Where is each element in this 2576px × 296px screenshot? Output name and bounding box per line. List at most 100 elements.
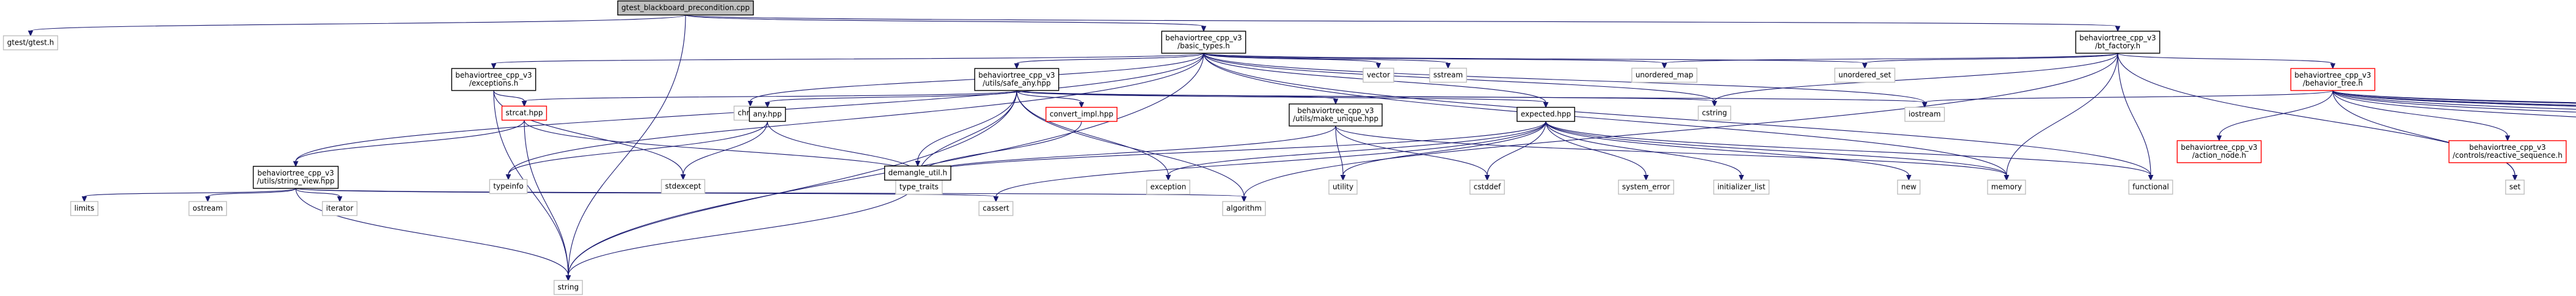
edge-arrowhead <box>1484 175 1490 181</box>
edge-line <box>2117 53 2151 176</box>
node-label: limits <box>75 204 95 213</box>
edge-arrowhead <box>993 196 999 202</box>
node-type-traits: type_traits <box>895 179 943 195</box>
node-label: behaviortree_cpp_v3 <box>2181 143 2257 152</box>
node-label: stdexcept <box>665 182 701 191</box>
node-utility: utility <box>1328 179 1358 195</box>
edge-safe-any-to-demangle-util <box>915 90 1017 167</box>
edge-strcat-to-string-view <box>293 120 525 168</box>
edge-behavior-tree-to-action-node <box>2216 90 2333 142</box>
node-box <box>1469 179 1505 195</box>
edge-arrowhead <box>1241 196 1247 202</box>
edge-line <box>1203 53 1449 64</box>
edge-line <box>2332 90 2576 117</box>
node-box <box>974 68 1059 91</box>
edge-line <box>295 188 569 276</box>
node-behavior-tree[interactable]: behaviortree_cpp_v3/behavior_tree.h <box>2290 68 2376 91</box>
node-set: set <box>2505 179 2525 195</box>
edge-expected-to-utility <box>1340 121 1546 181</box>
node-box <box>1222 201 1266 216</box>
edge-line <box>1168 121 1546 176</box>
edge-arrowhead <box>1445 63 1451 69</box>
node-basic-types[interactable]: behaviortree_cpp_v3/basic_types.h <box>1161 31 1246 54</box>
edge-behavior-tree-to-sequence-node <box>2332 90 2576 110</box>
edge-line <box>1203 53 2151 176</box>
node-label: demangle_util.h <box>888 169 947 177</box>
edge-bt-factory-to-unordered-set <box>1862 53 2118 69</box>
node-bt-factory[interactable]: behaviortree_cpp_v3/bt_factory.h <box>2075 31 2161 54</box>
edge-line <box>1016 90 1169 176</box>
edge-line <box>524 120 920 176</box>
edge-bt-factory-to-behavior-tree <box>2117 53 2336 70</box>
edge-arrowhead <box>680 174 686 180</box>
edge-line <box>493 53 1204 64</box>
edge-behavior-tree-to-set <box>2332 90 2518 181</box>
node-action-node[interactable]: behaviortree_cpp_v3/action_node.h <box>2176 140 2262 163</box>
node-label: exception <box>1151 183 1187 191</box>
edge-line <box>685 14 1204 27</box>
node-any[interactable]: any.hpp <box>748 106 786 122</box>
edge-line <box>84 188 296 198</box>
edge-basic-types-to-vector <box>1203 53 1381 69</box>
node-box <box>489 179 528 194</box>
node-reactive-sequence[interactable]: behaviortree_cpp_v3/controls/reactive_se… <box>2448 140 2567 163</box>
node-label: sstream <box>1433 71 1463 80</box>
node-cstring: cstring <box>1697 105 1732 121</box>
edge-basic-types-to-safe-any <box>1014 53 1204 70</box>
edge-line <box>568 180 918 276</box>
node-demangle-util[interactable]: demangle_util.h <box>884 165 951 181</box>
edge-line <box>2332 90 2508 136</box>
node-label: unordered_set <box>1839 71 1892 80</box>
node-label: ostream <box>192 204 222 213</box>
edge-safe-any-to-any <box>764 90 1017 108</box>
node-label: /controls/reactive_sequence.h <box>2453 151 2563 160</box>
edge-arrowhead <box>1375 63 1381 69</box>
node-box <box>1631 67 1698 83</box>
node-expected[interactable]: expected.hpp <box>1517 106 1575 122</box>
edge-arrowhead <box>1078 102 1085 108</box>
edge-string-view-to-ostream <box>205 188 296 202</box>
node-exceptions[interactable]: behaviortree_cpp_v3/exceptions.h <box>451 68 536 91</box>
node-box <box>1363 67 1394 83</box>
node-label: utility <box>1333 183 1353 191</box>
edge-safe-any-to-exception <box>1016 90 1171 181</box>
edge-line <box>508 121 768 175</box>
node-box <box>2176 140 2262 163</box>
edge-arrowhead <box>1738 175 1744 181</box>
edge-line <box>1203 53 1665 64</box>
edge-arrowhead <box>491 63 497 70</box>
node-make-unique[interactable]: behaviortree_cpp_v3/utils/make_unique.hp… <box>1289 103 1383 127</box>
node-string-view[interactable]: behaviortree_cpp_v3/utils/string_view.hp… <box>252 166 339 189</box>
edge-line <box>207 188 296 198</box>
edge-line <box>2332 90 2576 106</box>
node-convert-impl[interactable]: convert_impl.hpp <box>1045 106 1118 122</box>
edge-string-view-to-limits <box>81 188 296 202</box>
edge-expected-to-cstddef <box>1484 121 1546 181</box>
node-iostream: iostream <box>1904 106 1945 122</box>
node-label: functional <box>2132 183 2169 191</box>
edge-line <box>2332 90 2576 107</box>
node-box <box>1834 67 1895 83</box>
node-safe-any[interactable]: behaviortree_cpp_v3/utils/safe_any.hpp <box>974 68 1059 91</box>
edge-arrowhead <box>2505 135 2511 142</box>
node-label: vector <box>1367 71 1390 80</box>
node-strcat[interactable]: strcat.hpp <box>501 105 547 121</box>
node-box <box>660 179 706 194</box>
edge-line <box>2332 90 2576 113</box>
edge-arrowhead <box>1543 102 1549 108</box>
edge-line <box>1016 90 1082 103</box>
edge-basic-types-to-exceptions <box>491 53 1204 70</box>
node-label: system_error <box>1622 183 1670 191</box>
node-label: new <box>1901 183 1917 191</box>
edge-line <box>508 53 1204 175</box>
node-root[interactable]: gtest_blackboard_precondition.cpp <box>617 0 754 16</box>
edge-line <box>1016 90 1715 102</box>
edge-line <box>1342 121 1546 176</box>
node-box <box>1328 179 1358 195</box>
edge-arrowhead <box>337 196 343 202</box>
node-ostream: ostream <box>188 201 227 216</box>
edge-line <box>1545 121 1742 176</box>
edge-behavior-tree-to-reactive-sequence <box>2332 90 2511 142</box>
edge-arrowhead <box>27 31 34 37</box>
